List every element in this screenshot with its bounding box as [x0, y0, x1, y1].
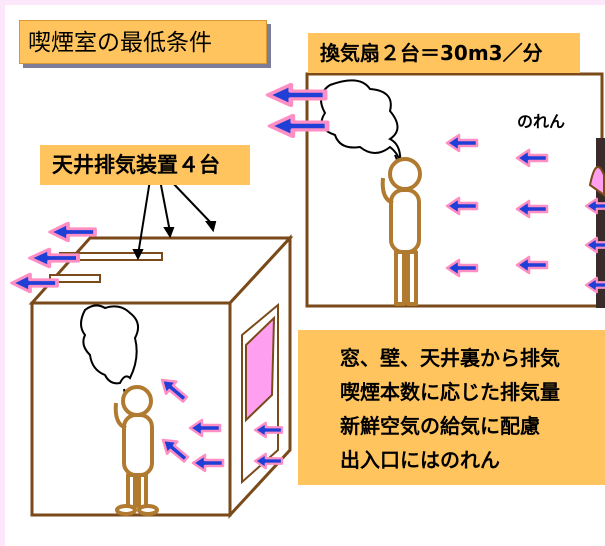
note-item: 新鮮空気の給気に配慮 — [340, 414, 540, 438]
note-item: 窓、壁、天井裏から排気 — [340, 346, 560, 370]
person-left — [113, 385, 159, 516]
noren-label: のれん — [517, 112, 566, 131]
fan-label: 換気扇２台＝30m3／分 — [308, 33, 580, 73]
person-right — [380, 157, 422, 306]
smoke-cloud-left — [80, 304, 140, 385]
diagram-title: 喫煙室の最低条件 — [19, 20, 267, 64]
note-item: 喫煙本数に応じた排気量 — [340, 380, 560, 404]
curtain-piece — [588, 166, 605, 197]
note-item: 出入口にはのれん — [340, 448, 500, 472]
ceiling-vent-label: 天井排気装置４台 — [40, 145, 250, 185]
requirements-box: 窓、壁、天井裏から排気 喫煙本数に応じた排気量 新鮮空気の給気に配慮 出入口には… — [298, 330, 605, 485]
side-curtain — [245, 315, 276, 423]
leader-lines — [132, 179, 217, 261]
curtain-strip — [596, 138, 605, 308]
